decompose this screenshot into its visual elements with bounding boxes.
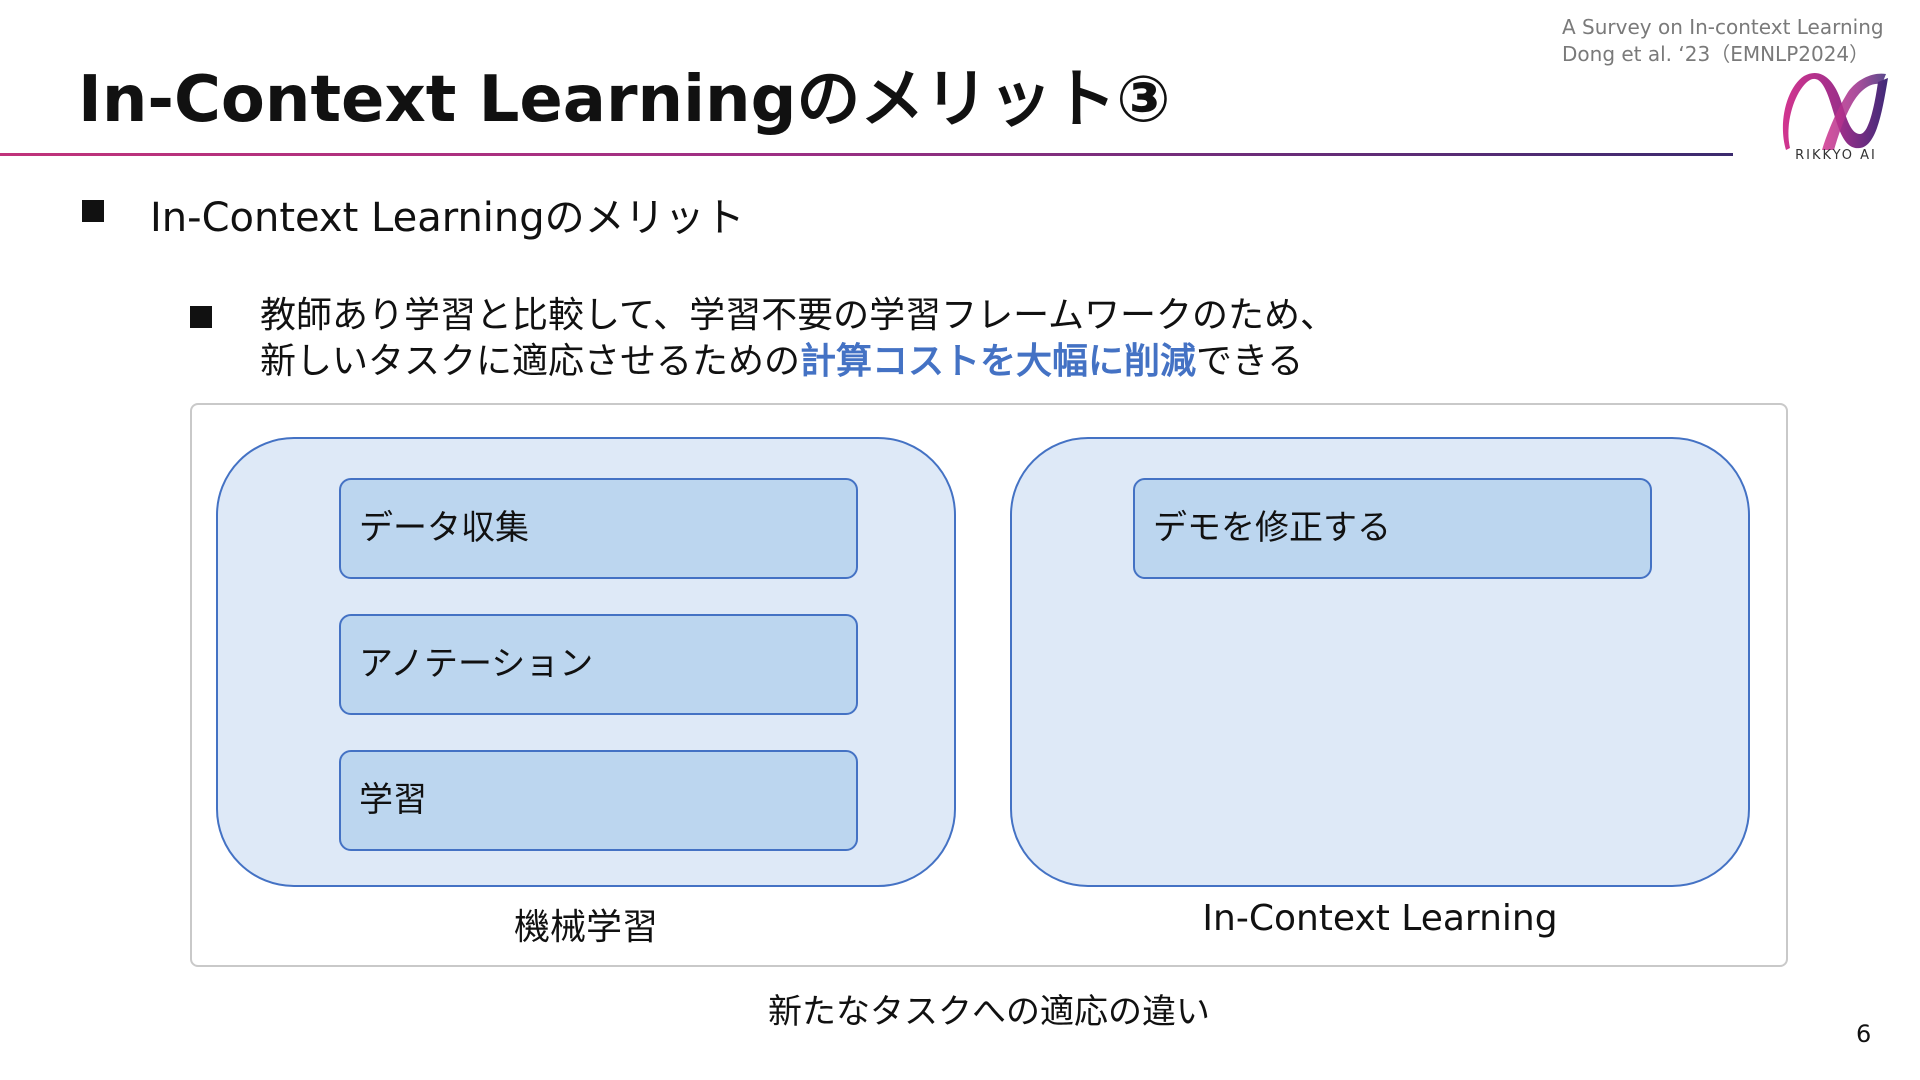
bullet-square-icon — [190, 306, 212, 328]
highlighted-phrase: 計算コストを大幅に削減 — [800, 341, 1197, 382]
bullet-square-icon — [82, 200, 104, 222]
step-data-collection: データ収集 — [339, 478, 858, 579]
machine-learning-label: 機械学習 — [513, 907, 658, 948]
step-training: 学習 — [339, 750, 858, 851]
reference-line-2: Dong et al. ‘23（EMNLP2024） — [1562, 42, 1870, 66]
page-number: 6 — [1856, 1020, 1872, 1048]
in-context-learning-label: In-Context Learning — [1202, 898, 1558, 939]
bullet-level-2: 教師あり学習と比較して、学習不要の学習フレームワークのため、 新しいタスクに適応… — [260, 293, 1336, 385]
bullet-level-2-line-2: 新しいタスクに適応させるための計算コストを大幅に削減できる — [260, 339, 1336, 385]
step-annotation: アノテーション — [339, 614, 858, 715]
line2-prefix: 新しいタスクに適応させるための — [260, 341, 801, 382]
bullet-level-2-line-1: 教師あり学習と比較して、学習不要の学習フレームワークのため、 — [260, 295, 1337, 336]
step-modify-demos: デモを修正する — [1133, 478, 1652, 579]
reference-line-1: A Survey on In-context Learning — [1562, 15, 1884, 39]
bullet-level-1: In-Context Learningのメリット — [150, 195, 745, 241]
line2-suffix: できる — [1196, 341, 1304, 382]
reference-citation: A Survey on In-context Learning Dong et … — [1562, 14, 1884, 68]
title-divider — [0, 153, 1733, 156]
rikkyo-ai-logo-icon — [1782, 72, 1888, 150]
diagram-caption: 新たなタスクへの適応の違い — [768, 992, 1210, 1032]
slide-title: In-Context Learningのメリット③ — [78, 63, 1171, 137]
logo-text: RIKKYO AI — [1795, 148, 1877, 163]
